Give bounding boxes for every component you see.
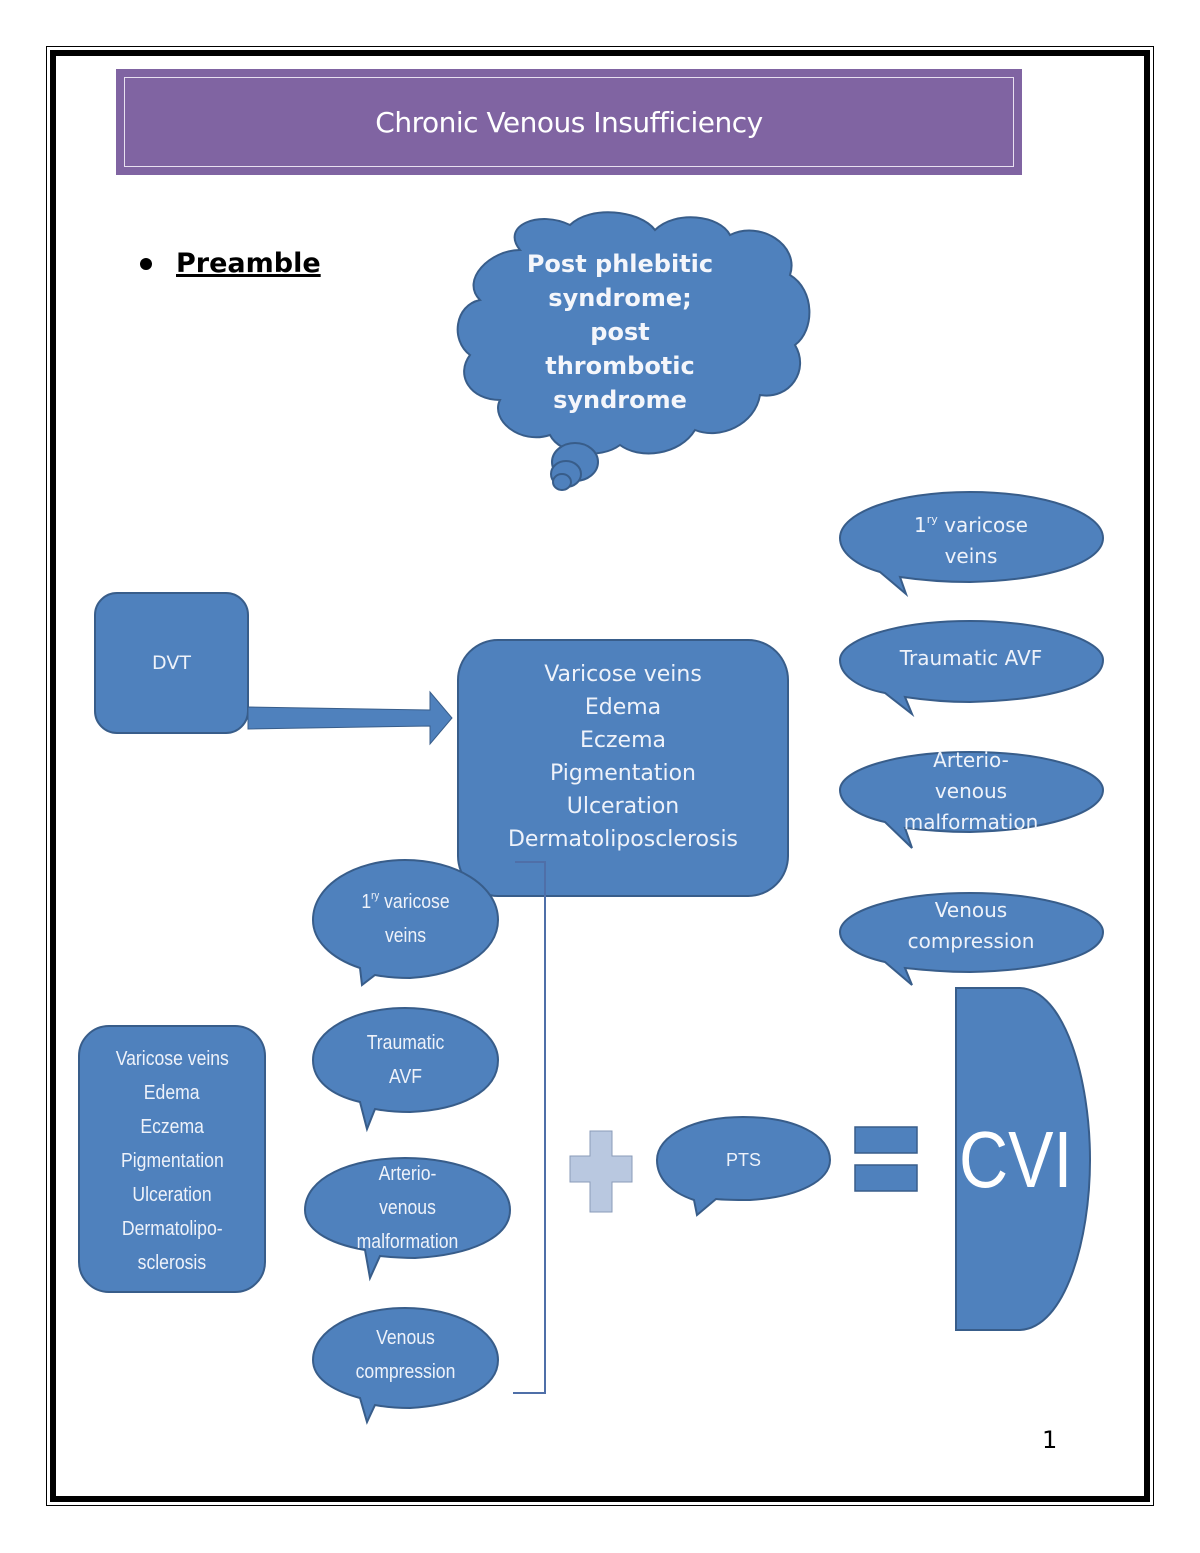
symptom-item: sclerosis [137, 1252, 207, 1274]
middle-callout-venous-compression: Venous compression [324, 1321, 487, 1389]
right-callout-3-shape [838, 750, 1105, 849]
arrow-right-icon [247, 690, 453, 746]
dvt-box-shape [94, 592, 249, 734]
right-callout-shapes [838, 490, 1105, 986]
callout-line: Venous [376, 1327, 435, 1349]
main-symptoms-box-shape [457, 639, 789, 897]
callout-line: Arterio- [933, 747, 1009, 772]
right-callout-primary-varicose: 1ry varicose veins [860, 506, 1082, 570]
cvi-result: CVI [956, 1110, 1076, 1210]
callout-line: AVF [389, 1066, 422, 1088]
symptom-item: Varicose veins [544, 662, 702, 687]
preamble-heading: Preamble [140, 248, 321, 279]
bullet-icon [140, 257, 152, 270]
cloud-line: Post phlebitic [526, 250, 714, 278]
middle-callout-4-shape [311, 1306, 500, 1425]
title-banner: Chronic Venous Insufficiency [116, 69, 1022, 175]
title-banner-inner-frame: Chronic Venous Insufficiency [124, 77, 1014, 167]
right-callout-venous-compression: Venous compression [860, 894, 1082, 958]
callout-line: veins [944, 544, 998, 568]
middle-callout-av-malformation: Arterio- venous malformation [317, 1157, 497, 1259]
equals-bar-top [854, 1126, 918, 1154]
middle-callout-primary-varicose: 1ry varicose veins [324, 882, 487, 950]
middle-callout-1-shape [311, 858, 500, 987]
middle-callout-2-shape [311, 1006, 500, 1133]
symptom-item: Ulceration [566, 794, 680, 819]
left-symptoms-box-shape [78, 1025, 266, 1293]
left-symptoms-box: Varicose veins Edema Eczema Pigmentation… [79, 1041, 265, 1281]
cloud-line: syndrome; [548, 284, 692, 312]
pts-callout: PTS [657, 1145, 830, 1175]
plus-icon [569, 1130, 633, 1213]
cvi-shape [955, 987, 1092, 1331]
middle-callout-shapes [303, 858, 512, 1425]
symptom-item: Eczema [140, 1116, 204, 1138]
symptom-item: Pigmentation [549, 761, 697, 786]
right-callout-4-shape [838, 891, 1105, 986]
cloud-line: post [590, 318, 650, 346]
page-number: 1 [1042, 1426, 1058, 1454]
cloud-line: syndrome [553, 386, 687, 414]
callout-superscript: ry [926, 513, 938, 526]
callout-line: Venous [934, 898, 1008, 922]
page-border-outer [46, 46, 1154, 1506]
symptom-item: Ulceration [132, 1184, 212, 1206]
dvt-label: DVT [152, 652, 191, 674]
symptom-item: Edema [144, 1082, 200, 1104]
callout-line: compression [907, 929, 1035, 953]
middle-callout-3-shape [303, 1156, 512, 1282]
symptom-item: Dermatolipo- [121, 1218, 223, 1240]
callout-rest: varicose [937, 513, 1028, 537]
preamble-label: Preamble [176, 248, 321, 279]
callout-prefix: 1 [914, 513, 927, 537]
callout-prefix: 1 [361, 891, 372, 913]
symptom-item: Dermatoliposclerosis [507, 827, 739, 852]
callout-line: compression [355, 1361, 456, 1383]
symptom-item: Edema [584, 695, 662, 720]
callout-line: malformation [356, 1231, 459, 1253]
right-callout-traumatic-avf: Traumatic AVF [860, 642, 1082, 674]
dvt-box: DVT [95, 645, 248, 681]
page-border [50, 50, 1150, 1502]
cvi-label: CVI [959, 1115, 1073, 1204]
right-callout-1-shape [838, 490, 1105, 598]
middle-callout-traumatic-avf: Traumatic AVF [324, 1026, 487, 1094]
page-title: Chronic Venous Insufficiency [375, 105, 763, 139]
callout-line: Arterio- [378, 1163, 437, 1185]
symptom-item: Pigmentation [120, 1150, 224, 1172]
right-callout-av-malformation: Arterio- venous malformation [860, 744, 1082, 838]
cloud-bubble-small [552, 473, 572, 491]
grouping-bracket [513, 861, 546, 1394]
equals-bar-bottom [854, 1164, 918, 1192]
callout-line: malformation [903, 809, 1039, 834]
main-symptoms-box: Varicose veins Edema Eczema Pigmentation… [458, 657, 788, 857]
callout-line: Traumatic [366, 1032, 445, 1054]
callout-line: 1ry varicose [914, 504, 1028, 541]
callout-line: venous [379, 1197, 436, 1219]
right-callout-2-shape [838, 619, 1105, 718]
callout-line: veins [384, 925, 427, 947]
thought-cloud [456, 211, 811, 491]
cloud-text: Post phlebitic syndrome; post thrombotic… [520, 247, 720, 417]
callout-superscript: ry [371, 890, 380, 902]
cloud-shape [456, 211, 811, 455]
symptom-item: Eczema [580, 728, 666, 753]
callout-line: 1ry varicose [361, 879, 449, 919]
pts-label: PTS [725, 1149, 761, 1170]
callout-line: venous [934, 778, 1008, 803]
cloud-line: thrombotic [545, 352, 695, 380]
pts-callout-shape [655, 1115, 832, 1217]
callout-line: Traumatic AVF [899, 645, 1043, 670]
symptom-item: Varicose veins [115, 1048, 229, 1070]
callout-rest: varicose [379, 891, 450, 913]
